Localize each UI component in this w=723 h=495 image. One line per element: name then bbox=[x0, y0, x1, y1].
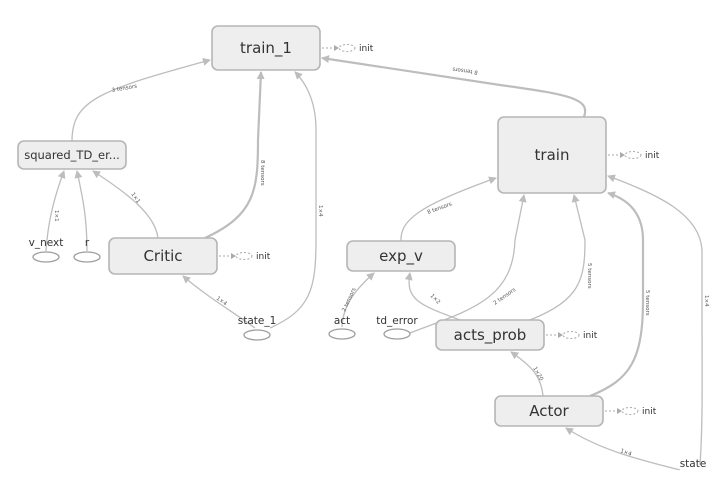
node-train[interactable]: train bbox=[497, 116, 607, 194]
edge-label: 8 tensors bbox=[427, 201, 453, 215]
init-actor[interactable]: init bbox=[605, 407, 657, 417]
edges: 3 tensors 8 tensors 1×4 8 tensors 1×1 1×… bbox=[45, 55, 709, 471]
placeholder-r[interactable]: r bbox=[73, 237, 101, 263]
edge-train-train1[interactable] bbox=[321, 55, 587, 118]
edge-label: 1×4 bbox=[703, 295, 709, 307]
node-label: Critic bbox=[143, 247, 182, 265]
svg-text:state: state bbox=[680, 458, 707, 470]
edge-label: 8 tensors bbox=[452, 65, 478, 75]
placeholder-state-1[interactable]: state_1 bbox=[238, 315, 277, 341]
edge-actsprob-train[interactable] bbox=[529, 194, 586, 321]
svg-text:act: act bbox=[334, 315, 350, 327]
placeholder-state[interactable]: state bbox=[680, 458, 707, 470]
edge-label: 1×4 bbox=[619, 448, 632, 458]
edge-actsprob-expv[interactable] bbox=[404, 272, 461, 321]
node-label: squared_TD_er... bbox=[24, 148, 120, 162]
edge-label: 1×4 bbox=[215, 296, 228, 308]
edge-label: 1×1 bbox=[53, 210, 59, 222]
edge-state1-train1[interactable] bbox=[269, 71, 317, 329]
node-exp-v[interactable]: exp_v bbox=[346, 240, 456, 272]
edge-label: 3 tensors bbox=[111, 84, 137, 94]
edge-critic-squared[interactable] bbox=[92, 170, 159, 239]
init-critic[interactable]: init bbox=[219, 252, 271, 262]
edge-squared-train1[interactable] bbox=[71, 57, 211, 142]
svg-text:r: r bbox=[85, 237, 90, 249]
node-label: train_1 bbox=[240, 39, 292, 58]
node-label: Actor bbox=[529, 402, 569, 420]
edge-tderror-train[interactable] bbox=[409, 194, 527, 334]
edge-state1-critic[interactable] bbox=[182, 275, 256, 329]
edge-r-squared[interactable] bbox=[74, 170, 88, 252]
placeholder-td-error[interactable]: td_error bbox=[376, 315, 418, 340]
overlay-fade bbox=[480, 470, 723, 495]
placeholder-v-next[interactable]: v_next bbox=[29, 237, 64, 263]
node-actor[interactable]: Actor bbox=[494, 395, 604, 427]
svg-text:td_error: td_error bbox=[376, 315, 418, 327]
edge-vnext-squared[interactable] bbox=[45, 170, 66, 252]
node-squared-td-error[interactable]: squared_TD_er... bbox=[17, 140, 127, 170]
edge-label: 1×2 bbox=[429, 293, 441, 305]
edge-label: 5 tensors bbox=[586, 263, 592, 289]
node-label: acts_prob bbox=[454, 326, 527, 345]
node-label: train bbox=[535, 146, 570, 164]
svg-text:init: init bbox=[645, 151, 660, 161]
placeholder-act[interactable]: act bbox=[328, 315, 356, 340]
edge-actor-actsprob[interactable] bbox=[510, 351, 544, 397]
edge-label: 1×4 bbox=[317, 205, 323, 217]
edge-label: 2 tensors bbox=[341, 287, 357, 313]
init-acts-prob[interactable]: init bbox=[546, 331, 598, 341]
svg-text:init: init bbox=[359, 44, 374, 54]
svg-text:init: init bbox=[642, 407, 657, 417]
init-train[interactable]: init bbox=[608, 151, 660, 161]
edge-label: 1×20 bbox=[531, 366, 544, 383]
edge-state-actor[interactable] bbox=[565, 427, 681, 471]
edge-expv-train[interactable] bbox=[400, 176, 497, 242]
svg-text:init: init bbox=[256, 252, 271, 262]
node-acts-prob[interactable]: acts_prob bbox=[435, 319, 545, 351]
edge-act-expv[interactable] bbox=[341, 272, 375, 328]
edge-critic-train1[interactable] bbox=[204, 71, 265, 239]
edge-state-train[interactable] bbox=[607, 174, 703, 466]
svg-text:v_next: v_next bbox=[29, 237, 64, 249]
node-label: exp_v bbox=[379, 247, 423, 266]
svg-text:init: init bbox=[583, 331, 598, 341]
node-critic[interactable]: Critic bbox=[108, 237, 218, 275]
node-train-1[interactable]: train_1 bbox=[211, 25, 321, 71]
edge-label: 1×1 bbox=[129, 192, 141, 205]
edge-actor-train[interactable] bbox=[589, 191, 645, 398]
edge-label: 5 tensors bbox=[644, 290, 650, 316]
init-train-1[interactable]: init bbox=[322, 44, 374, 54]
svg-text:state_1: state_1 bbox=[238, 315, 277, 327]
edge-label: 8 tensors bbox=[259, 160, 265, 186]
